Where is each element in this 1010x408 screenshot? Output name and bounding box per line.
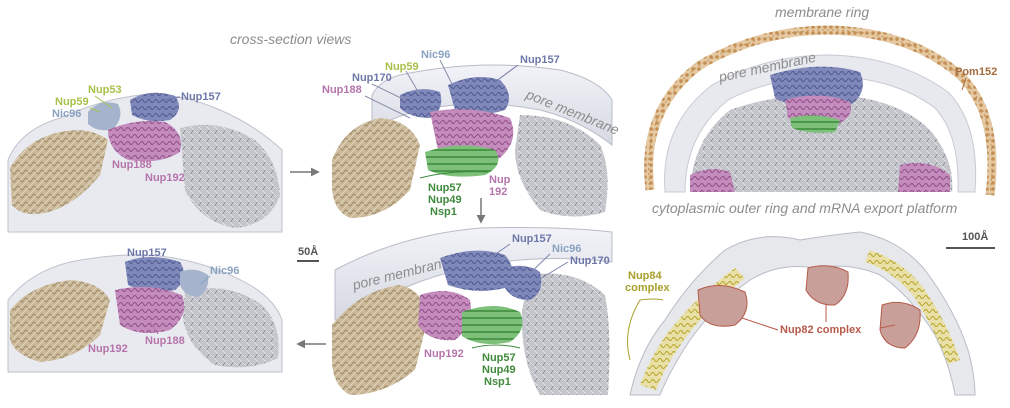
panel-top-middle: pore membrane Nic96 Nup59 Nup170 Nup157 … bbox=[322, 49, 622, 218]
panel-top-left: Nup53 Nup59 Nic96 Nup157 Nup188 Nup192 bbox=[7, 84, 283, 233]
label-nup49-tm: Nup49 bbox=[428, 194, 462, 206]
scale-bar-50-label: 50Å bbox=[298, 245, 318, 258]
nup157-domain bbox=[130, 92, 179, 122]
panel-bottom-middle: pore membrane Nup157 Nic96 Nup170 Nup192… bbox=[332, 227, 613, 395]
label-nup188: Nup188 bbox=[112, 159, 152, 171]
green-proteins-tr bbox=[790, 115, 840, 133]
bracket-green-tm bbox=[419, 171, 489, 179]
pore-membrane-band-tr bbox=[664, 54, 977, 193]
label-nup59-tm: Nup59 bbox=[385, 61, 419, 73]
label-nup192: Nup192 bbox=[145, 172, 185, 184]
label-nup157: Nup157 bbox=[181, 91, 221, 103]
label-nup57-bm: Nup57 bbox=[482, 352, 516, 364]
label-nup157-bl: Nup157 bbox=[127, 247, 167, 259]
nup170-domain-bm bbox=[505, 265, 542, 300]
nup157-domain-tm bbox=[448, 76, 509, 114]
label-nup84-b: complex bbox=[625, 282, 671, 294]
grey-protein-domain-bl bbox=[183, 287, 279, 368]
grey-protein-domain bbox=[180, 124, 280, 228]
nic96-domain-bl bbox=[180, 269, 209, 297]
bottom-blue-pink-tr bbox=[690, 162, 950, 192]
scale-bar-50: 50Å bbox=[297, 245, 319, 262]
tan-protein-domain bbox=[10, 130, 108, 214]
label-nup59: Nup59 bbox=[55, 96, 89, 108]
grey-protein-domain-bm bbox=[521, 273, 610, 395]
bracket-green-bm bbox=[471, 344, 521, 349]
leader-lines-green bbox=[89, 95, 113, 113]
label-nic96: Nic96 bbox=[52, 108, 81, 120]
nup188-domain-bl bbox=[115, 286, 185, 334]
nup157-domain-bl bbox=[125, 257, 184, 292]
nup82-complex-mid bbox=[805, 265, 849, 306]
label-nic96-bm: Nic96 bbox=[552, 243, 581, 255]
cytoplasmic-title: cytoplasmic outer ring and mRNA export p… bbox=[652, 200, 958, 216]
labels-bottom-middle: Nup157 Nic96 Nup170 Nup192 Nup57 Nup49 N… bbox=[424, 233, 610, 388]
grey-protein-domain-tm bbox=[515, 115, 608, 217]
membrane-ring-title: membrane ring bbox=[775, 4, 869, 20]
labels-top-left: Nup53 Nup59 Nic96 Nup157 Nup188 Nup192 bbox=[52, 84, 221, 184]
nic96-domain bbox=[88, 102, 121, 131]
outer-ring-density bbox=[629, 231, 976, 396]
panel-bottom-right: 100Å Nup84 complex Nup82 complex bbox=[625, 230, 995, 396]
label-nup192-bl: Nup192 bbox=[88, 343, 128, 355]
label-nup84-a: Nup84 bbox=[628, 270, 663, 282]
tan-protein-domain-tm bbox=[332, 118, 420, 218]
bracket-nup84 bbox=[627, 298, 664, 361]
label-nup53: Nup53 bbox=[88, 84, 122, 96]
nup170-domain-tm bbox=[400, 89, 442, 118]
label-nup188-bl: Nup188 bbox=[145, 335, 185, 347]
label-nup157-bm: Nup157 bbox=[512, 233, 552, 245]
label-nup170-tm: Nup170 bbox=[352, 72, 392, 84]
label-nup192-b-tm: 192 bbox=[489, 186, 507, 198]
leader-lines-tm bbox=[364, 59, 453, 119]
panel-top-right: pore membrane Pom152 bbox=[644, 25, 997, 196]
pom152-ring-beads bbox=[648, 29, 993, 196]
label-nic96-bl: Nic96 bbox=[210, 265, 239, 277]
label-nup57-tm: Nup57 bbox=[428, 182, 462, 194]
label-nup192-bm: Nup192 bbox=[424, 348, 464, 360]
label-nup49-bm: Nup49 bbox=[482, 364, 516, 376]
nup57-domain-tm bbox=[425, 145, 499, 177]
inner-grey-proteins-tr bbox=[690, 94, 953, 192]
nup82-complex-left bbox=[697, 285, 748, 327]
label-nsp1-tm: Nsp1 bbox=[430, 206, 457, 218]
leader-line-nic96-bl bbox=[199, 275, 211, 286]
leader-line-nup157-tm bbox=[494, 64, 519, 83]
panel-bottom-left: Nup157 Nic96 Nup192 Nup188 bbox=[7, 247, 283, 373]
label-nic96-tm: Nic96 bbox=[421, 49, 450, 61]
nup192-domain-bm bbox=[418, 291, 471, 341]
nup82-complex-right bbox=[879, 301, 921, 349]
label-nup192-a-tm: Nup bbox=[489, 174, 511, 186]
leader-line-nup157 bbox=[164, 96, 181, 101]
nup188-domain bbox=[108, 121, 181, 162]
label-nup82: Nup82 complex bbox=[780, 324, 862, 336]
scale-bar-100-label: 100Å bbox=[962, 230, 988, 243]
nup57-domain-bm bbox=[462, 306, 523, 344]
tan-protein-domain-bl bbox=[10, 280, 110, 362]
label-nup188-tm: Nup188 bbox=[322, 84, 362, 96]
leader-lines-nup82 bbox=[741, 305, 896, 331]
label-nsp1-bm: Nsp1 bbox=[484, 376, 511, 388]
label-nup157-tm: Nup157 bbox=[520, 54, 560, 66]
leader-line-pom152 bbox=[961, 77, 967, 91]
leader-line-nup188-bl bbox=[149, 321, 159, 335]
nup157-domain-bm bbox=[440, 250, 513, 291]
tan-protein-domain-bm bbox=[332, 285, 426, 395]
labels-bottom-left: Nup157 Nic96 Nup192 Nup188 bbox=[88, 247, 239, 355]
label-pom152: Pom152 bbox=[955, 66, 997, 78]
cross-section-title: cross-section views bbox=[230, 31, 351, 47]
label-nup170-bm: Nup170 bbox=[570, 255, 610, 267]
labels-top-middle: Nic96 Nup59 Nup170 Nup157 Nup188 Nup57 N… bbox=[322, 49, 560, 218]
leader-lines-bm bbox=[489, 243, 569, 283]
